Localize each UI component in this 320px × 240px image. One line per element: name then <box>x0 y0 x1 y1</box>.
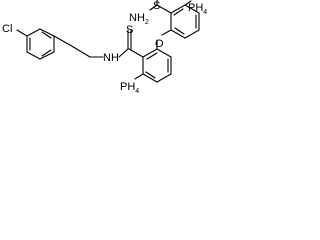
thioamide-sulfur-top-label: S <box>153 0 160 12</box>
ethyl-linker <box>53 35 104 58</box>
bond-upper-ring-to-ph4 <box>184 0 192 6</box>
thioamide-sulfur-bottom-label: S <box>126 24 133 36</box>
bond-ring-to-cl <box>16 29 28 37</box>
phosphorus-bottom-label: PH4 <box>120 81 139 95</box>
chlorine-label: Cl <box>2 23 12 35</box>
phosphorus-top-label: PH4 <box>188 2 207 16</box>
chlorophenyl-ring <box>26 28 55 60</box>
ether-bridge <box>156 29 172 50</box>
secondary-amide-label: NH <box>103 52 119 64</box>
lower-ring <box>142 48 172 83</box>
bond-lower-ring-to-ph4 <box>134 73 144 80</box>
upper-thioamide <box>149 0 172 14</box>
chemical-structure-diagram: Cl S NH2 PH4 O S NH PH4 <box>2 0 207 95</box>
lower-thioamide <box>118 29 144 58</box>
primary-amide-label: NH2 <box>129 12 149 26</box>
ether-oxygen-label: O <box>155 38 164 50</box>
upper-ring <box>170 4 200 39</box>
